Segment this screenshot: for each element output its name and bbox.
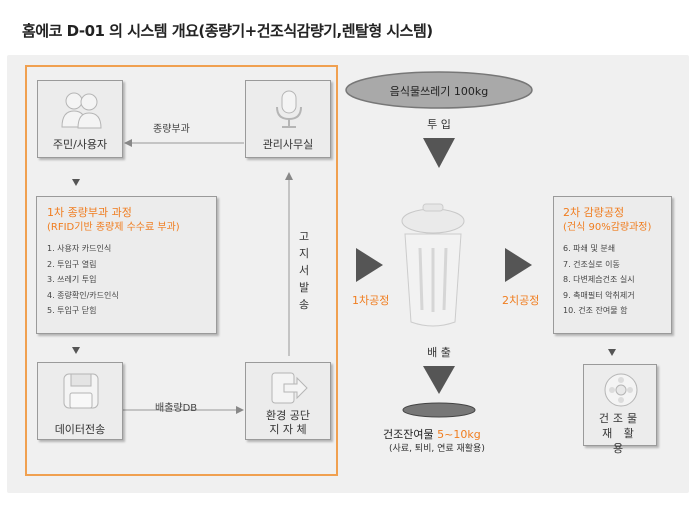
arrowhead-panel1-data bbox=[72, 347, 80, 354]
fee-process-title: 1차 종량부과 과정 bbox=[47, 206, 132, 219]
people-icon bbox=[61, 92, 102, 129]
reduction-step: 8. 다변제습건조 실시 bbox=[563, 275, 635, 284]
fee-system-frame bbox=[25, 65, 338, 476]
arrowhead-office-resident bbox=[124, 139, 132, 147]
reduction-step: 6. 파쇄 및 분쇄 bbox=[563, 244, 616, 253]
office-label: 관리사무실 bbox=[262, 138, 314, 151]
resident-label: 주민/사용자 bbox=[52, 138, 108, 151]
dried-matter-label: 건조물 재 활 용 bbox=[598, 412, 642, 455]
stage2-label: 2치공정 bbox=[502, 294, 540, 307]
residue-amount: 5~10kg bbox=[437, 428, 481, 441]
arrowhead-gov-office bbox=[285, 172, 293, 180]
reduction-process-title: 2차 감량공정 bbox=[563, 206, 625, 219]
reduction-step: 10. 건조 잔여물 함 bbox=[563, 306, 628, 315]
data-transfer-box: 데이터전송 bbox=[37, 362, 123, 440]
reduction-process-subtitle: (건식 90%감량과정) bbox=[563, 222, 652, 233]
government-label-1: 환경 공단 bbox=[266, 409, 310, 422]
fee-step: 1. 사용자 카드인식 bbox=[47, 244, 112, 253]
reduction-step: 9. 촉매필터 악취제거 bbox=[563, 290, 635, 300]
residue-label: 건조잔여물 bbox=[383, 428, 434, 441]
office-box: 관리사무실 bbox=[245, 80, 331, 158]
fee-step: 5. 투입구 닫힘 bbox=[47, 306, 97, 315]
residue-title: 건조잔여물 5~10kg bbox=[383, 426, 481, 442]
fee-process-panel: 1차 종량부과 과정 (RFID기반 종량제 수수료 부과) 1. 사용자 카드… bbox=[36, 196, 217, 334]
input-pill-shape bbox=[345, 71, 533, 109]
arrow-stage1 bbox=[356, 248, 383, 282]
fee-process-subtitle: (RFID기반 종량제 수수료 부과) bbox=[47, 222, 180, 233]
trash-bin-icon bbox=[401, 203, 465, 327]
fee-step: 2. 투입구 열림 bbox=[47, 259, 97, 269]
dried-matter-box: 건조물 재 활 용 bbox=[583, 364, 657, 455]
arrow-output bbox=[423, 366, 455, 394]
arrow-input bbox=[423, 138, 455, 168]
residue-note: (사료, 퇴비, 연료 재활용) bbox=[389, 444, 485, 454]
input-label: 투 입 bbox=[427, 118, 451, 131]
page-title: 홈에코 D-01 의 시스템 개요(종량기+건조식감량기,렌탈형 시스템) bbox=[22, 22, 433, 40]
fee-process-steps: 1. 사용자 카드인식 2. 투입구 열림 3. 쓰레기 투입 4. 종량확인/… bbox=[47, 241, 206, 319]
government-label-2: 지 자 체 bbox=[269, 423, 307, 436]
fee-charge-label: 종량부과 bbox=[153, 124, 190, 135]
bill-sending-label: 고지서발송 bbox=[297, 228, 311, 313]
reduction-step: 7. 건조실로 이동 bbox=[563, 259, 620, 269]
fee-step: 3. 쓰레기 투입 bbox=[47, 275, 97, 284]
microphone-icon bbox=[276, 90, 302, 128]
exit-icon bbox=[271, 372, 308, 404]
fee-step: 4. 종량확인/카드인식 bbox=[47, 290, 119, 300]
residue-disc bbox=[402, 402, 476, 418]
input-pill-label: 음식물쓰레기 100kg bbox=[389, 85, 489, 98]
arrowhead-resident-panel1 bbox=[72, 179, 80, 186]
stage1-label: 1차공정 bbox=[352, 294, 390, 307]
arrowhead-panel2-dried bbox=[608, 349, 616, 356]
emission-db-label: 배출량DB bbox=[155, 403, 198, 414]
resident-box: 주민/사용자 bbox=[37, 80, 123, 158]
output-label: 배 출 bbox=[427, 346, 451, 359]
arrowhead-data-gov bbox=[236, 406, 244, 414]
floppy-disk-icon bbox=[63, 373, 99, 409]
bill-sending-text: 고지서발송 bbox=[298, 230, 310, 311]
reduction-process-panel: 2차 감량공정 (건식 90%감량과정) 6. 파쇄 및 분쇄 7. 건조실로 … bbox=[553, 196, 672, 334]
government-box: 환경 공단 지 자 체 bbox=[245, 362, 331, 440]
data-transfer-label: 데이터전송 bbox=[54, 423, 106, 436]
recycle-disc-icon bbox=[604, 373, 638, 407]
arrow-stage2 bbox=[505, 248, 532, 282]
reduction-process-steps: 6. 파쇄 및 분쇄 7. 건조실로 이동 8. 다변제습건조 실시 9. 촉매… bbox=[563, 241, 662, 319]
